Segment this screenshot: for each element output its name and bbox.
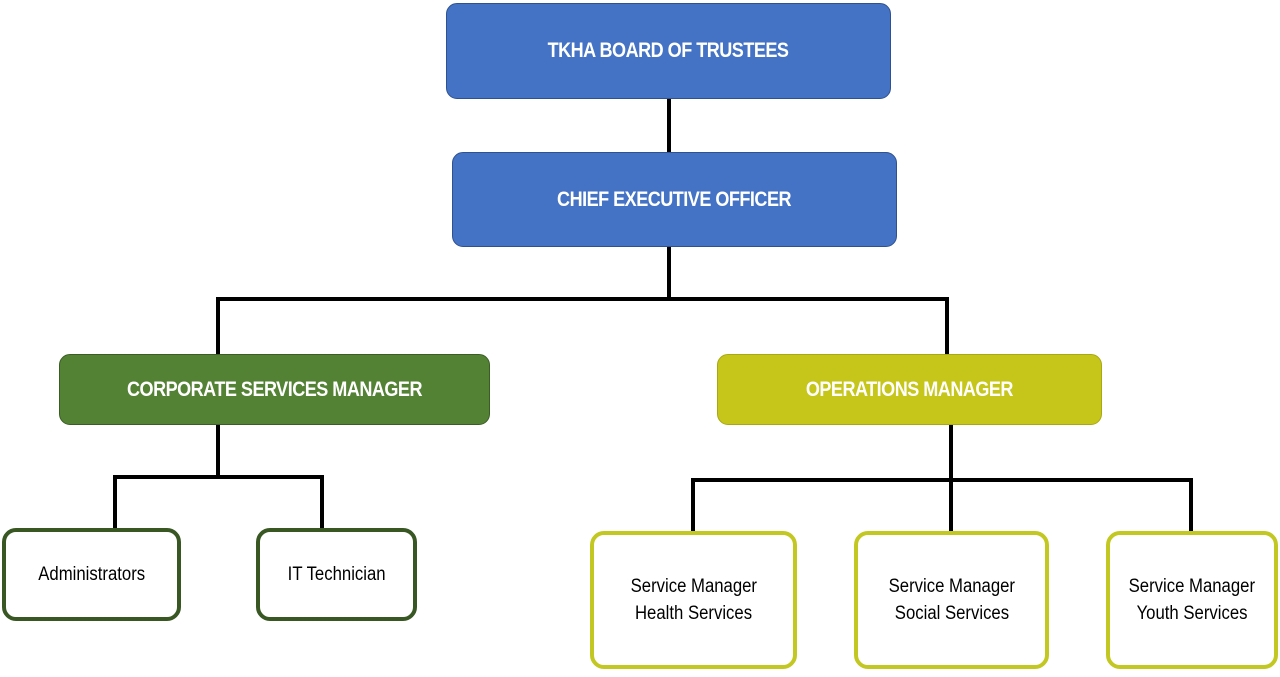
corporate-services-manager-box: CORPORATE SERVICES MANAGER (59, 354, 490, 425)
it-technician-box: IT Technician (256, 528, 417, 621)
board-of-trustees-label: TKHA BOARD OF TRUSTEES (548, 39, 789, 62)
chief-executive-officer-label: CHIEF EXECUTIVE OFFICER (557, 187, 792, 211)
administrators-box: Administrators (2, 528, 181, 621)
board-of-trustees-box: TKHA BOARD OF TRUSTEES (446, 3, 891, 99)
administrators-label: Administrators (38, 564, 145, 585)
chief-executive-officer-box: CHIEF EXECUTIVE OFFICER (452, 152, 897, 247)
health-services-line1: Service Manager (630, 576, 757, 597)
youth-services-line1: Service Manager (1128, 576, 1256, 597)
social-services-line1: Service Manager (888, 576, 1015, 597)
social-services-manager-box: Service Manager Social Services (854, 531, 1049, 669)
operations-manager-box: OPERATIONS MANAGER (717, 354, 1102, 425)
health-services-line2: Health Services (634, 603, 753, 624)
health-services-manager-box: Service Manager Health Services (590, 531, 797, 669)
social-services-line2: Social Services (894, 603, 1009, 624)
youth-services-line2: Youth Services (1136, 603, 1248, 624)
corporate-services-manager-label: CORPORATE SERVICES MANAGER (127, 377, 422, 401)
it-technician-label: IT Technician (287, 564, 386, 585)
operations-manager-label: OPERATIONS MANAGER (805, 377, 1014, 401)
youth-services-manager-box: Service Manager Youth Services (1106, 531, 1278, 669)
